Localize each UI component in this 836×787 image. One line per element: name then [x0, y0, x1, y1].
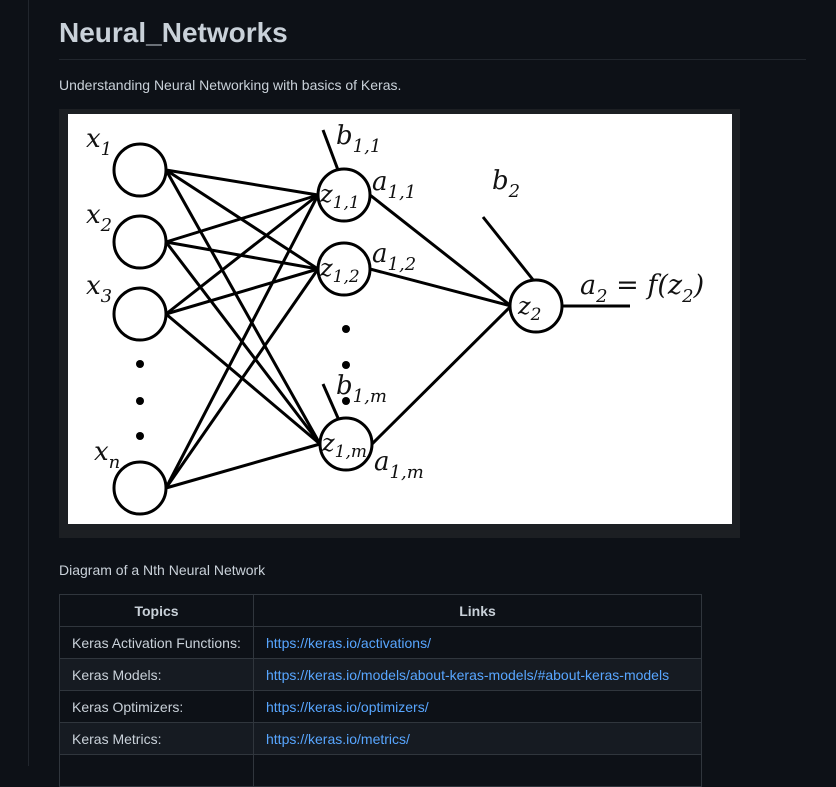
activation-label: a1,2 — [372, 239, 416, 275]
table-header-row: Topics Links — [59, 594, 702, 627]
link-cell: https://keras.io/metrics/ — [253, 722, 702, 755]
activation-label: a1,m — [374, 447, 424, 483]
activation-functions-link[interactable]: https://keras.io/activations/ — [266, 634, 431, 651]
connection-lines — [164, 129, 630, 490]
bias-label: b1,m — [336, 371, 387, 407]
readme-description: Understanding Neural Networking with bas… — [59, 77, 402, 93]
neural-network-figure[interactable]: x1 x2 x3 xn z1,1 z1,2 z1,m b1,1 b1,m b2 … — [59, 109, 740, 538]
input-label: x2 — [86, 200, 112, 236]
table-row: Keras Models: https://keras.io/models/ab… — [59, 658, 702, 691]
page-title: Neural_Networks — [59, 0, 806, 60]
input-node — [112, 460, 168, 516]
models-link[interactable]: https://keras.io/models/about-keras-mode… — [266, 666, 670, 683]
activation-label: a1,1 — [372, 167, 416, 203]
diagram-labels: x1 x2 x3 xn z1,1 z1,2 z1,m b1,1 b1,m b2 … — [86, 121, 704, 483]
readme-content: Neural_Networks Understanding Neural Net… — [59, 0, 806, 787]
table-row — [59, 754, 702, 787]
figure-caption: Diagram of a Nth Neural Network — [59, 562, 266, 578]
bias-label: b2 — [492, 166, 520, 202]
hidden-node — [316, 241, 372, 297]
output-node-label: z2 — [517, 292, 541, 325]
column-header-links: Links — [253, 594, 702, 627]
link-cell: https://keras.io/models/about-keras-mode… — [253, 658, 702, 691]
hidden-node — [318, 416, 374, 472]
topic-cell: Keras Metrics: — [59, 722, 254, 755]
topic-cell: Keras Optimizers: — [59, 690, 254, 723]
link-cell: https://keras.io/activations/ — [253, 626, 702, 659]
figure-canvas: x1 x2 x3 xn z1,1 z1,2 z1,m b1,1 b1,m b2 … — [68, 114, 732, 524]
column-header-topics: Topics — [59, 594, 254, 627]
input-node — [112, 286, 168, 342]
output-equation: a2 = f(z2) — [580, 270, 704, 307]
hidden-node-label: z1,m — [321, 429, 367, 462]
table-row: Keras Activation Functions: https://kera… — [59, 626, 702, 659]
input-node — [112, 214, 168, 270]
bias-label: b1,1 — [336, 121, 381, 157]
ellipsis-dots — [136, 325, 350, 440]
link-cell: https://keras.io/optimizers/ — [253, 690, 702, 723]
input-label: x3 — [86, 271, 112, 307]
input-label: x1 — [86, 124, 112, 160]
metrics-link[interactable]: https://keras.io/metrics/ — [266, 730, 410, 747]
input-node — [112, 142, 168, 198]
table-row: Keras Metrics: https://keras.io/metrics/ — [59, 722, 702, 755]
topic-cell: Keras Activation Functions: — [59, 626, 254, 659]
neural-network-diagram: x1 x2 x3 xn z1,1 z1,2 z1,m b1,1 b1,m b2 … — [86, 121, 704, 516]
left-border — [28, 0, 29, 766]
hidden-node-label: z1,1 — [319, 180, 360, 213]
output-node — [508, 278, 564, 334]
link-cell — [253, 754, 702, 787]
input-label: xn — [94, 437, 120, 473]
network-nodes — [112, 142, 564, 516]
table-row: Keras Optimizers: https://keras.io/optim… — [59, 690, 702, 723]
topic-cell: Keras Models: — [59, 658, 254, 691]
resources-table: Topics Links Keras Activation Functions:… — [59, 594, 702, 787]
topic-cell — [59, 754, 254, 787]
hidden-node — [316, 167, 372, 223]
optimizers-link[interactable]: https://keras.io/optimizers/ — [266, 698, 429, 715]
hidden-node-label: z1,2 — [319, 254, 360, 287]
